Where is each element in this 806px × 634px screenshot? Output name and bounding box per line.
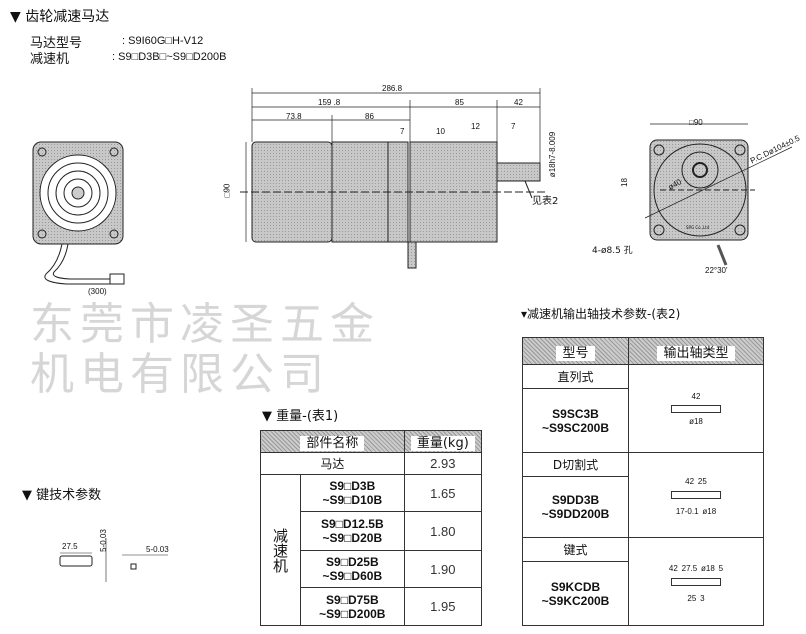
model-range: S9□D75B~S9□D200B [300,587,405,626]
dim-label: 18 [619,178,629,187]
note-see-table2: 见表2 [532,196,559,207]
model-range: S9□D25B~S9□D60B [300,550,405,588]
dim-label: 42 [514,98,523,107]
brand-label: SPG Co.,Ltd [686,225,710,230]
dim-label: 7 [511,122,516,131]
section-title: ▼ 齿轮减速马达 [10,9,110,25]
weight-value: 1.90 [403,550,483,588]
weight-value: 1.95 [403,587,483,626]
model-range: S9□D3B~S9□D10B [300,474,405,512]
table2-title: ▾减速机输出轴技术参数-(表2) [521,307,681,321]
key-height: 5-0.03 [98,529,108,552]
spec-label: 减速机 [30,52,70,67]
dim-label: 10 [436,127,445,136]
dim-label: 86 [365,112,374,121]
dim-total: 286.8 [382,84,403,93]
model-range: S9SC3B~S9SC200B [522,388,629,453]
dim-label: 7 [400,127,405,136]
dim-label: □90 [222,183,232,198]
header-model: 型号 [556,345,595,361]
model-range: S9DD3B~S9DD200B [522,476,629,538]
dim-label: 4-ø8.5 孔 [592,246,633,256]
reducer-label: 减速机 [260,474,301,626]
type-label: 直列式 [522,364,629,389]
side-view [240,88,545,269]
front-view [644,123,793,266]
type-label: 键式 [522,537,629,562]
weight-value: 1.65 [403,474,483,512]
spec-label: 马达型号 [30,36,83,51]
key-length: 27.5 [62,542,78,551]
watermark: 东莞市凌圣五金机电有限公司 [30,299,380,400]
dim-label: ø18h7-8.009 [548,131,558,178]
model-range: S9KCDB~S9KC200B [522,561,629,626]
key-title: ▼ 键技术参数 [22,488,102,503]
dim-label: 85 [455,98,464,107]
fan-end-view [32,141,125,285]
header-part: 部件名称 [300,436,365,451]
dim-label: 73.8 [286,112,302,121]
model-range: S9□D12.5B~S9□D20B [300,511,405,551]
header-shaft-type: 输出轴类型 [657,345,735,361]
header-weight: 重量(kg) [410,436,475,451]
weight-value: 1.80 [403,511,483,551]
weight-value: 2.93 [403,452,483,475]
dim-label: 22°30' [705,266,728,275]
dim-label: □90 [689,118,703,127]
cable-length: (300) [88,287,107,296]
motor-label: 马达 [260,452,405,475]
key-drawing [59,538,168,582]
key-width: 5-0.03 [146,545,169,554]
dim-label: 12 [471,122,480,131]
dim-label: 159 .8 [318,98,341,107]
spec-value: : S9I60G□H-V12 [122,35,204,47]
table1-title: ▼ 重量-(表1) [262,409,339,424]
spec-value: : S9□D3B□~S9□D200B [112,51,227,63]
type-label: D切割式 [522,452,629,477]
